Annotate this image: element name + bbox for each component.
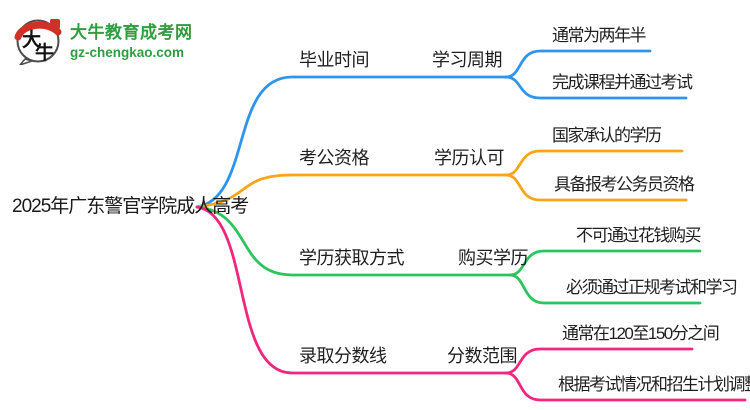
leaf-node-state-recognized-degree: 国家承认的学历: [552, 126, 662, 145]
svg-text:大: 大: [22, 28, 41, 51]
branch-node-graduation-time: 毕业时间: [299, 50, 370, 70]
branch-node-degree-acquisition: 学历获取方式: [299, 248, 405, 268]
leaf-node-two-and-half-years: 通常为两年半: [552, 26, 647, 45]
leaf-line-civil-service-2: [504, 173, 688, 202]
leaf-node-complete-courses-pass-exams: 完成课程并通过考试: [552, 73, 693, 92]
root-node: 2025年广东警官学院成人高考: [12, 196, 249, 217]
daniu-bull-icon: 大 牛: [14, 19, 62, 65]
branch-line-civil-service: [195, 173, 508, 209]
leaf-line-civil-service-1: [504, 149, 684, 177]
leaf-line-graduation-time-1: [504, 49, 652, 79]
leaf-line-degree-acquisition-1: [508, 249, 702, 277]
site-name: 大牛教育成考网: [70, 23, 193, 42]
subnode-buying-degree: 购买学历: [458, 248, 529, 268]
leaf-line-admission-score-1: [504, 347, 694, 375]
branch-node-admission-score: 录取分数线: [299, 346, 387, 366]
leaf-line-degree-acquisition-2: [508, 273, 702, 305]
leaf-node-score-120-150: 通常在120至150分之间: [562, 324, 720, 343]
svg-text:牛: 牛: [35, 41, 54, 64]
leaf-node-adjusted-by-exam-and-plan: 根据考试情况和招生计划调整: [558, 375, 750, 394]
leaf-line-admission-score-2: [504, 371, 747, 402]
branch-line-graduation-time: [195, 75, 508, 209]
leaf-node-civil-servant-eligibility: 具备报考公务员资格: [554, 175, 695, 194]
subnode-degree-recognition: 学历认可: [434, 148, 505, 168]
branch-node-civil-service: 考公资格: [299, 148, 370, 168]
leaf-node-must-pass-formal-exams: 必须通过正规考试和学习: [566, 278, 738, 297]
branch-line-degree-acquisition: [195, 205, 512, 277]
site-url: gz-chengkao.com: [70, 45, 185, 60]
site-logo[interactable]: 大 牛 大牛教育成考网 gz-chengkao.com: [13, 13, 193, 65]
leaf-node-cannot-buy-degree: 不可通过花钱购买: [576, 226, 702, 245]
subnode-score-range: 分数范围: [447, 346, 518, 366]
leaf-line-graduation-time-2: [504, 75, 688, 100]
subnode-study-cycle: 学习周期: [432, 50, 503, 70]
branch-line-admission-score: [195, 205, 508, 375]
